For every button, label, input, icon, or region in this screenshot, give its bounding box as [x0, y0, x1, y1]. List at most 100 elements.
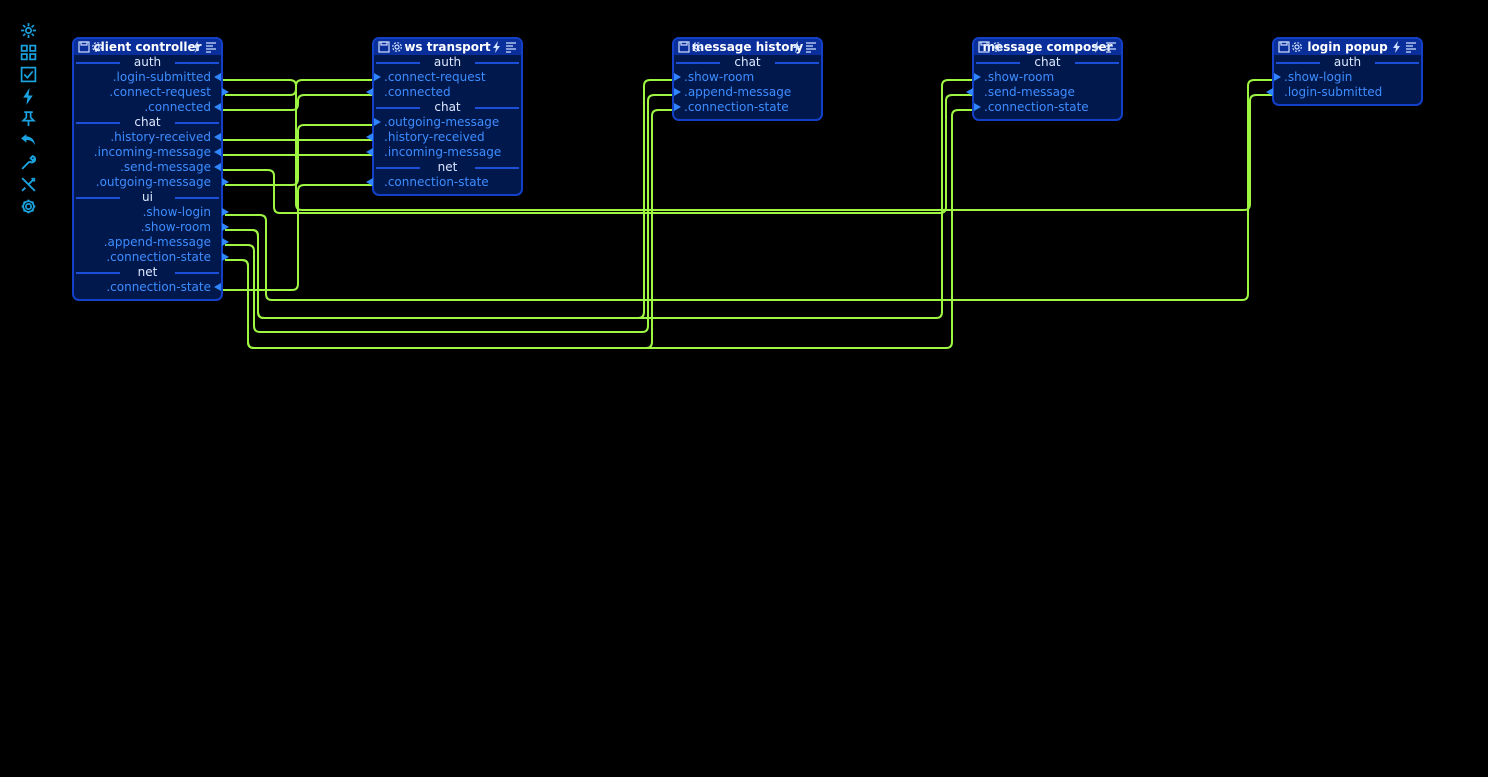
gear-icon[interactable]: [1291, 41, 1303, 53]
port-history-received[interactable]: .history-received: [74, 130, 221, 145]
output-arrow-icon[interactable]: [222, 253, 229, 261]
node-header[interactable]: client controller: [74, 39, 221, 55]
lightning-icon[interactable]: [1091, 41, 1103, 53]
lightning-icon[interactable]: [791, 41, 803, 53]
port-connection-state-net[interactable]: .connection-state: [74, 280, 221, 295]
input-arrow-icon[interactable]: [674, 103, 681, 111]
port-login-submitted[interactable]: .login-submitted: [74, 70, 221, 85]
pin-icon[interactable]: [17, 107, 39, 129]
port-connection-state[interactable]: .connection-state: [366, 175, 521, 190]
output-arrow-icon[interactable]: [366, 178, 373, 186]
output-arrow-icon[interactable]: [966, 88, 973, 96]
port-show-room[interactable]: .show-room: [74, 220, 229, 235]
gear-icon[interactable]: [17, 195, 39, 217]
gear-icon[interactable]: [91, 41, 103, 53]
lightning-icon[interactable]: [1391, 41, 1403, 53]
node-title: message history: [691, 40, 804, 54]
list-icon[interactable]: [1405, 41, 1417, 53]
wrench-icon[interactable]: [17, 151, 39, 173]
lightning-icon[interactable]: [17, 85, 39, 107]
node-login-popup[interactable]: login popup auth .show-login .login-subm…: [1266, 37, 1423, 106]
output-arrow-icon[interactable]: [1266, 88, 1273, 96]
list-icon[interactable]: [505, 41, 517, 53]
save-icon[interactable]: [78, 41, 90, 53]
hub-icon[interactable]: [17, 19, 39, 41]
port-incoming-message[interactable]: .incoming-message: [366, 145, 521, 160]
port-outgoing-message[interactable]: .outgoing-message: [74, 175, 229, 190]
port-send-message[interactable]: .send-message: [74, 160, 221, 175]
input-arrow-icon[interactable]: [674, 88, 681, 96]
port-login-submitted[interactable]: .login-submitted: [1266, 85, 1421, 100]
output-arrow-icon[interactable]: [222, 223, 229, 231]
port-connect-request[interactable]: .connect-request: [374, 70, 521, 85]
lightning-icon[interactable]: [191, 41, 203, 53]
port-connect-request[interactable]: .connect-request: [74, 85, 229, 100]
node-header[interactable]: message composer: [974, 39, 1121, 55]
input-arrow-icon[interactable]: [674, 73, 681, 81]
port-connection-state-ui[interactable]: .connection-state: [74, 250, 229, 265]
save-icon[interactable]: [378, 41, 390, 53]
node-ws-transport[interactable]: ws transport auth .connect-request .conn…: [366, 37, 523, 196]
group-label-auth: auth: [74, 55, 221, 70]
output-arrow-icon[interactable]: [222, 208, 229, 216]
input-arrow-icon[interactable]: [1274, 73, 1281, 81]
group-label-auth: auth: [374, 55, 521, 70]
input-arrow-icon[interactable]: [214, 73, 221, 81]
save-icon[interactable]: [678, 41, 690, 53]
input-arrow-icon[interactable]: [214, 103, 221, 111]
port-append-message[interactable]: .append-message: [74, 235, 229, 250]
port-show-login[interactable]: .show-login: [1274, 70, 1421, 85]
grid-icon[interactable]: [17, 41, 39, 63]
wire-show-room-composer: [225, 79, 977, 319]
port-connection-state[interactable]: .connection-state: [674, 100, 821, 115]
port-incoming-message[interactable]: .incoming-message: [74, 145, 221, 160]
input-arrow-icon[interactable]: [374, 118, 381, 126]
port-show-login[interactable]: .show-login: [74, 205, 229, 220]
gear-icon[interactable]: [391, 41, 403, 53]
input-arrow-icon[interactable]: [214, 163, 221, 171]
gear-icon[interactable]: [991, 41, 1003, 53]
list-icon[interactable]: [205, 41, 217, 53]
node-title: client controller: [93, 40, 202, 54]
port-show-room[interactable]: .show-room: [674, 70, 821, 85]
gear-icon[interactable]: [691, 41, 703, 53]
output-arrow-icon[interactable]: [366, 88, 373, 96]
lightning-icon[interactable]: [491, 41, 503, 53]
checkbox-icon[interactable]: [17, 63, 39, 85]
output-arrow-icon[interactable]: [222, 88, 229, 96]
port-send-message[interactable]: .send-message: [966, 85, 1121, 100]
input-arrow-icon[interactable]: [214, 148, 221, 156]
output-arrow-icon[interactable]: [366, 133, 373, 141]
save-icon[interactable]: [1278, 41, 1290, 53]
node-header[interactable]: login popup: [1274, 39, 1421, 55]
group-label-auth: auth: [1274, 55, 1421, 70]
port-connected[interactable]: .connected: [74, 100, 221, 115]
node-message-composer[interactable]: message composer chat .show-room .send-m…: [966, 37, 1123, 121]
undo-icon[interactable]: [17, 129, 39, 151]
group-label-ui: ui: [74, 190, 221, 205]
node-header[interactable]: message history: [674, 39, 821, 55]
input-arrow-icon[interactable]: [214, 133, 221, 141]
port-connection-state[interactable]: .connection-state: [974, 100, 1121, 115]
wire-send-message: [218, 94, 972, 214]
node-client-controller[interactable]: client controller auth .login-submitted …: [72, 37, 229, 301]
input-arrow-icon[interactable]: [374, 73, 381, 81]
port-connected[interactable]: .connected: [366, 85, 521, 100]
input-arrow-icon[interactable]: [974, 73, 981, 81]
port-history-received[interactable]: .history-received: [366, 130, 521, 145]
list-icon[interactable]: [805, 41, 817, 53]
output-arrow-icon[interactable]: [366, 148, 373, 156]
port-append-message[interactable]: .append-message: [674, 85, 821, 100]
group-label-chat: chat: [974, 55, 1121, 70]
port-show-room[interactable]: .show-room: [974, 70, 1121, 85]
output-arrow-icon[interactable]: [222, 178, 229, 186]
input-arrow-icon[interactable]: [214, 283, 221, 291]
node-message-history[interactable]: message history chat .show-room .append-…: [672, 37, 823, 121]
list-icon[interactable]: [1105, 41, 1117, 53]
save-icon[interactable]: [978, 41, 990, 53]
node-header[interactable]: ws transport: [374, 39, 521, 55]
port-outgoing-message[interactable]: .outgoing-message: [374, 115, 521, 130]
input-arrow-icon[interactable]: [974, 103, 981, 111]
tools-icon[interactable]: [17, 173, 39, 195]
output-arrow-icon[interactable]: [222, 238, 229, 246]
